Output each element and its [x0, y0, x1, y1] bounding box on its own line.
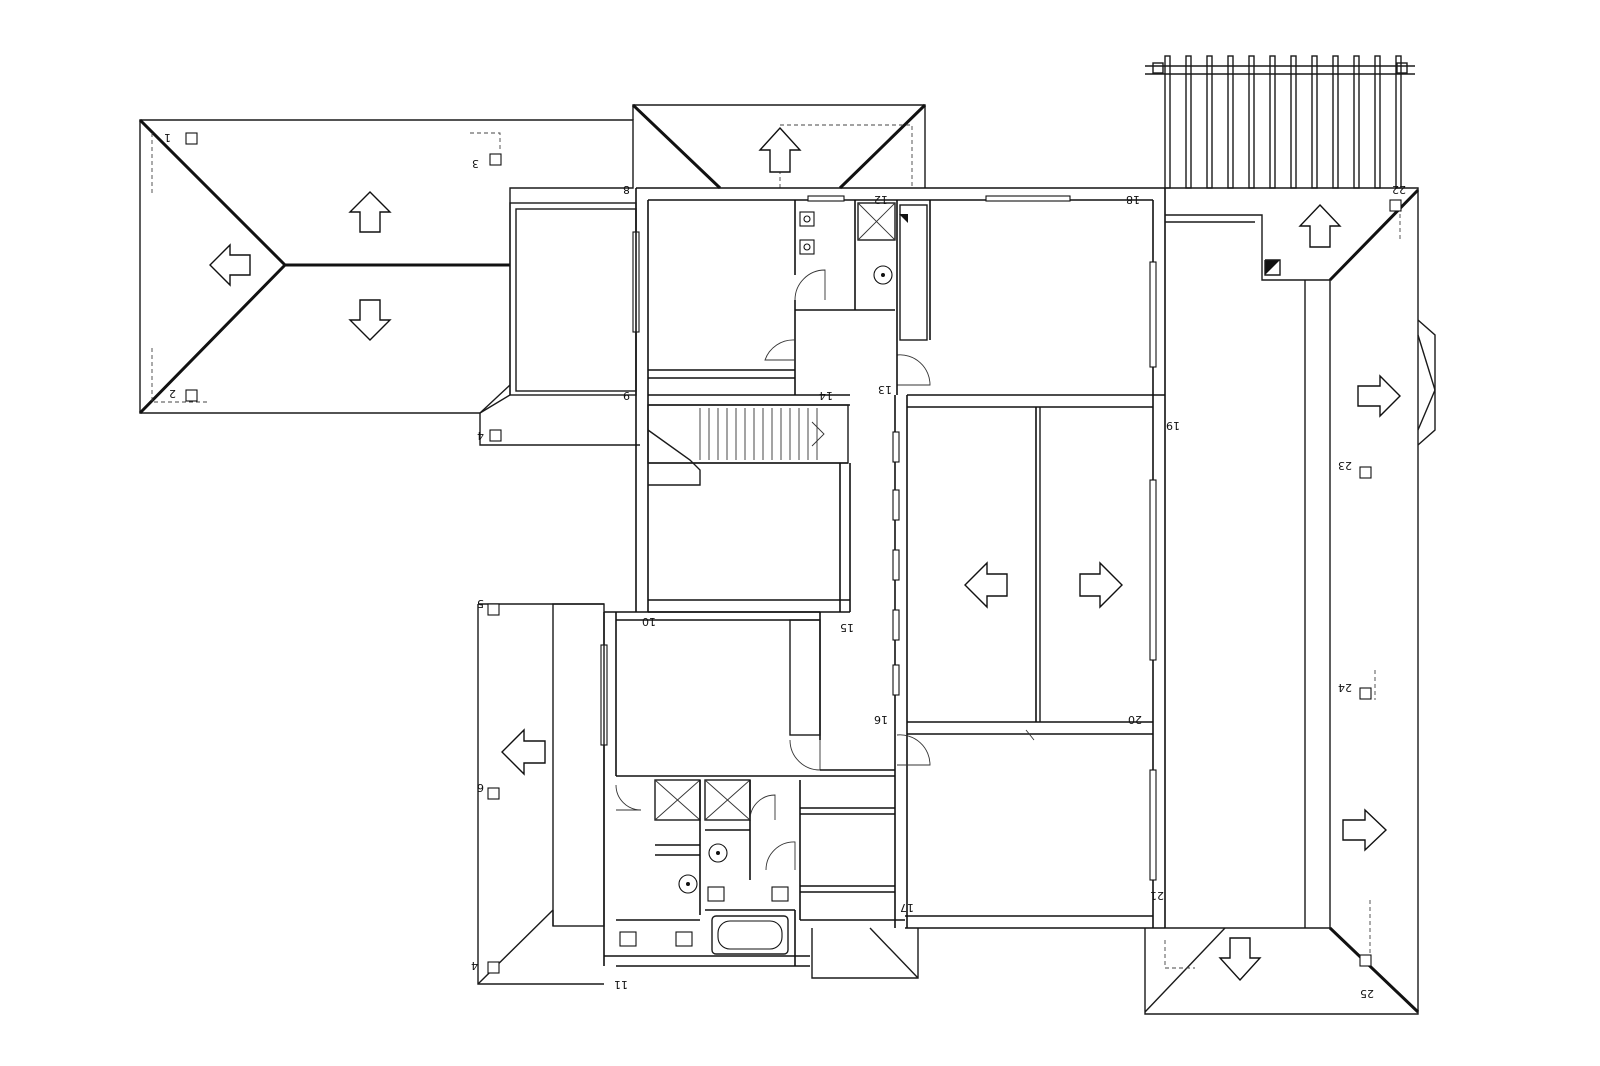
drain-icon [1359, 687, 1372, 700]
drain-icon [1389, 199, 1402, 212]
main-building [509, 187, 1166, 979]
slope-arrow-icon [1342, 808, 1388, 852]
east-hip-roof [1144, 187, 1436, 1015]
north-hip-roof [631, 103, 927, 190]
pergola-slat [1395, 55, 1402, 189]
pergola-slat [1206, 55, 1213, 189]
drain-icon [185, 389, 198, 402]
shower-icon [857, 202, 896, 241]
label-4b: 4 [471, 959, 478, 972]
drain-icon [1359, 954, 1372, 967]
label-5: 5 [477, 597, 484, 610]
pergola-slat [1332, 55, 1339, 189]
label-8: 8 [623, 183, 630, 196]
toilet-icon [707, 886, 725, 902]
pergola-slat [1227, 55, 1234, 189]
label-12: 12 [874, 193, 888, 206]
label-18: 18 [1126, 193, 1140, 206]
pergola-slat [1248, 55, 1255, 189]
slope-arrow-icon [1079, 561, 1123, 609]
pergola-slat [1269, 55, 1276, 189]
pergola-slat [1164, 55, 1171, 189]
label-9: 9 [623, 389, 630, 402]
pergola [1145, 55, 1415, 189]
pergola-slat [1290, 55, 1297, 189]
label-13: 13 [878, 383, 892, 396]
drain-icon [487, 603, 500, 616]
slope-arrow-icon [1218, 937, 1262, 982]
slope-arrow-icon [758, 126, 802, 173]
pergola-slat [1311, 55, 1318, 189]
label-1: 1 [164, 131, 171, 144]
slope-arrow-icon [501, 728, 546, 776]
slope-arrow-icon [964, 561, 1008, 609]
southwest-roof [477, 603, 605, 985]
slope-arrow-icon [1357, 374, 1401, 418]
slope-arrow-icon [348, 191, 392, 233]
drain-icon [489, 429, 502, 442]
toilet-icon [771, 886, 789, 902]
label-11: 11 [614, 978, 628, 991]
pergola-slat [1353, 55, 1360, 189]
slope-arrow-icon [209, 243, 251, 287]
west-hip-roof [138, 118, 640, 446]
label-21: 21 [1150, 889, 1164, 902]
label-4a: 4 [477, 429, 484, 442]
drain-icon [489, 153, 502, 166]
label-14: 14 [819, 389, 833, 402]
label-3: 3 [472, 157, 479, 170]
label-17: 17 [900, 901, 914, 914]
bathtub-icon [717, 920, 783, 950]
label-2: 2 [169, 387, 176, 400]
label-16: 16 [874, 713, 888, 726]
label-20: 20 [1128, 713, 1142, 726]
drain-icon [1265, 260, 1280, 275]
pergola-slat [1185, 55, 1192, 189]
drain-icon [1359, 466, 1372, 479]
label-19: 19 [1166, 419, 1180, 432]
drain-icon [487, 787, 500, 800]
label-25: 25 [1360, 987, 1374, 1000]
slope-arrow-icon [1298, 203, 1342, 248]
drain-icon [899, 214, 908, 223]
toilet-icon [619, 931, 637, 947]
label-24: 24 [1338, 681, 1352, 694]
label-6: 6 [477, 781, 484, 794]
drain-icon [487, 961, 500, 974]
point-labels: 1 2 3 4 5 6 4 8 9 10 11 12 13 14 15 16 1… [164, 131, 1406, 1000]
slope-arrow-icon [348, 299, 392, 341]
label-23: 23 [1338, 459, 1352, 472]
pergola-slat [1374, 55, 1381, 189]
label-10: 10 [642, 615, 656, 628]
label-15: 15 [840, 621, 854, 634]
toilet-icon [675, 931, 693, 947]
drain-icon [185, 132, 198, 145]
label-22: 22 [1392, 183, 1406, 196]
